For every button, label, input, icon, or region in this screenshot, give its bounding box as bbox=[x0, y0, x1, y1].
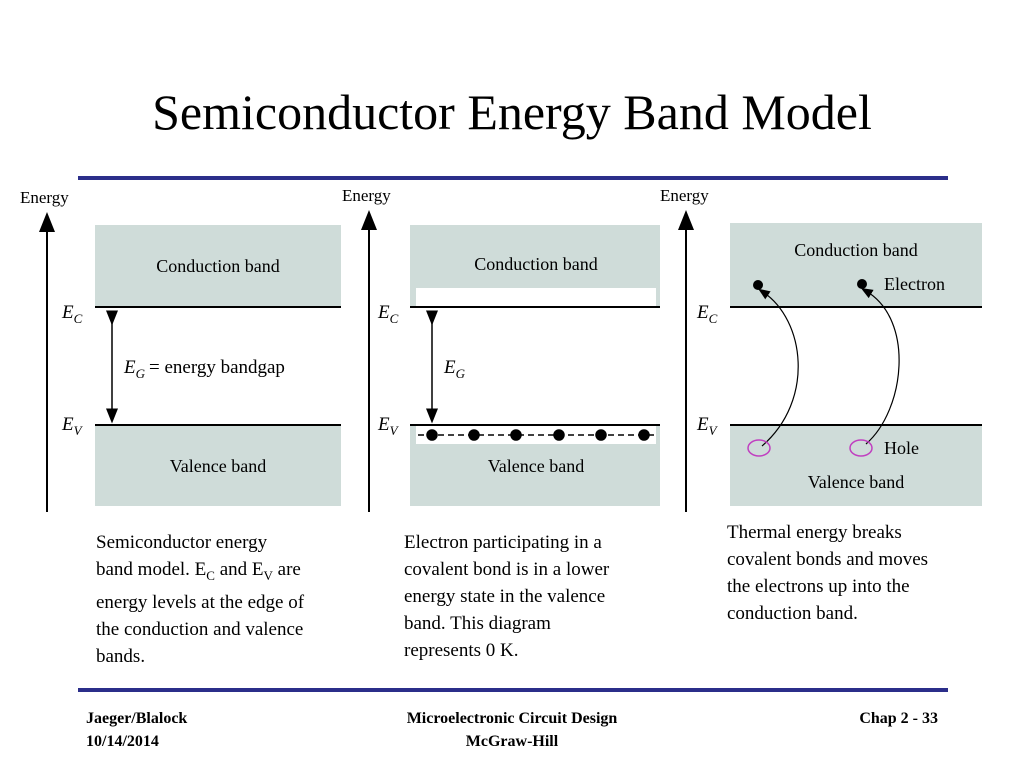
bottom-divider bbox=[78, 688, 948, 692]
excitation-arrow bbox=[860, 287, 900, 445]
conduction-band-label: Conduction band bbox=[156, 256, 280, 276]
ec-label: EC bbox=[61, 302, 83, 326]
caption-line: the conduction and valence bbox=[96, 618, 304, 640]
ec-label: EC bbox=[696, 302, 718, 326]
caption-band-model: Semiconductor energy band model. EC and … bbox=[96, 529, 366, 670]
bandgap-label: EG= energy bandgap bbox=[123, 357, 285, 381]
panel-thermal-excitation: Energy Conduction band EC EV Electron Ho… bbox=[660, 182, 982, 512]
electron-dot bbox=[595, 429, 607, 441]
caption-line: covalent bonds and moves bbox=[727, 549, 929, 570]
energy-axis-label: Energy bbox=[660, 186, 709, 205]
bandgap-label: EG bbox=[443, 357, 466, 381]
caption-line: energy state in the valence bbox=[404, 586, 606, 607]
caption-line: conduction band. bbox=[727, 603, 858, 624]
valence-band bbox=[95, 426, 341, 506]
electron-dot bbox=[426, 429, 438, 441]
footer-publisher: McGraw-Hill bbox=[465, 733, 559, 750]
hole-label: Hole bbox=[884, 438, 919, 458]
conduction-band-label: Conduction band bbox=[794, 240, 918, 260]
electron-dot bbox=[553, 429, 565, 441]
conduction-band-label: Conduction band bbox=[474, 254, 598, 274]
footer-date: 10/14/2014 bbox=[86, 733, 159, 750]
caption-line: Semiconductor energy bbox=[96, 532, 268, 553]
caption-line: energy levels at the edge of bbox=[96, 591, 305, 613]
footer-center: Microelectronic Circuit Design McGraw-Hi… bbox=[362, 707, 662, 753]
valence-band bbox=[730, 426, 982, 506]
caption-line: the electrons up into the bbox=[727, 576, 910, 597]
energy-axis-label: Energy bbox=[342, 186, 391, 205]
caption-line: Electron participating in a bbox=[404, 532, 602, 553]
valence-electrons bbox=[418, 429, 656, 441]
caption-line: bands. bbox=[96, 645, 146, 667]
panel-zero-kelvin: Energy Conduction band EC EG EV Valence … bbox=[342, 182, 660, 512]
top-divider bbox=[78, 176, 948, 180]
conduction-band bbox=[730, 223, 982, 307]
footer-book-title: Microelectronic Circuit Design bbox=[406, 710, 618, 727]
ev-label: EV bbox=[377, 414, 400, 438]
caption-line: represents 0 K. bbox=[404, 640, 519, 661]
electron-label: Electron bbox=[884, 274, 945, 294]
footer-left: Jaeger/Blalock 10/14/2014 bbox=[86, 707, 187, 753]
electron-dot bbox=[857, 279, 867, 289]
hole-circle bbox=[747, 439, 771, 457]
caption-line: band model. EC and EV are bbox=[96, 559, 301, 583]
valence-band-label: Valence band bbox=[170, 456, 266, 476]
ec-label: EC bbox=[377, 302, 399, 326]
caption-line: band. This diagram bbox=[404, 613, 551, 634]
electron-dot bbox=[753, 280, 763, 290]
energy-axis-label: Energy bbox=[20, 188, 69, 207]
ev-label: EV bbox=[696, 414, 719, 438]
electron-dot bbox=[638, 429, 650, 441]
conduction-band-empty-edge bbox=[416, 288, 656, 306]
hole-circle bbox=[849, 439, 873, 457]
conduction-band bbox=[95, 225, 341, 307]
energy-band-diagrams: Energy Conduction band EC EG= energy ban… bbox=[20, 182, 982, 512]
electron-dot bbox=[510, 429, 522, 441]
caption-line: Thermal energy breaks bbox=[727, 522, 902, 543]
ev-label: EV bbox=[61, 414, 84, 438]
footer-page-number: Chap 2 - 33 bbox=[859, 710, 938, 727]
caption-line: covalent bond is in a lower bbox=[404, 559, 610, 580]
caption-zero-kelvin: Electron participating in a covalent bon… bbox=[404, 529, 674, 664]
excitation-arrow bbox=[758, 288, 799, 447]
valence-band-label: Valence band bbox=[808, 472, 904, 492]
electron-dot bbox=[468, 429, 480, 441]
caption-thermal: Thermal energy breaks covalent bonds and… bbox=[727, 519, 1007, 627]
panel-band-model: Energy Conduction band EC EG= energy ban… bbox=[20, 182, 342, 512]
valence-band-label: Valence band bbox=[488, 456, 584, 476]
slide-title: Semiconductor Energy Band Model bbox=[152, 84, 872, 140]
footer-authors: Jaeger/Blalock bbox=[86, 710, 188, 727]
